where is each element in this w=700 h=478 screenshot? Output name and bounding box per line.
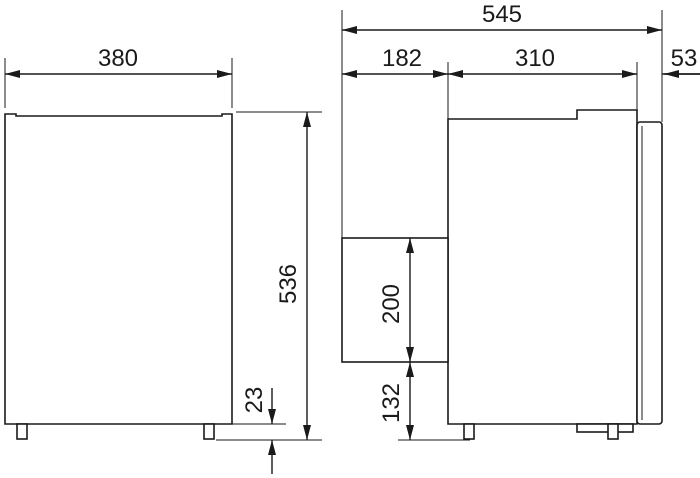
side-block-height-label: 200 xyxy=(378,284,405,324)
front-foot-dimension xyxy=(232,388,286,474)
front-view: 380 536 23 xyxy=(4,45,322,474)
side-total-depth-label: 545 xyxy=(482,1,522,28)
side-cabinet-body xyxy=(447,109,638,425)
side-offset-label: 182 xyxy=(382,45,422,72)
side-hinge-plate xyxy=(576,423,634,433)
front-height-label: 536 xyxy=(275,264,302,304)
side-front-foot xyxy=(607,423,619,440)
side-compressor-block xyxy=(341,237,449,363)
front-left-foot xyxy=(16,423,28,440)
front-cabinet-outline xyxy=(4,113,233,425)
side-body-depth-label: 310 xyxy=(515,45,555,72)
side-door-label: 53 xyxy=(671,45,698,72)
front-width-dimension xyxy=(4,58,233,108)
front-right-foot xyxy=(203,423,215,440)
front-width-label: 380 xyxy=(98,45,138,72)
side-back-foot xyxy=(463,423,475,440)
front-foot-label: 23 xyxy=(241,387,268,414)
side-door xyxy=(636,121,663,425)
side-block-elevation-label: 132 xyxy=(378,383,405,423)
side-view: 545 182 310 53 200 132 xyxy=(341,1,700,441)
side-block-elevation-dimension xyxy=(398,362,470,441)
